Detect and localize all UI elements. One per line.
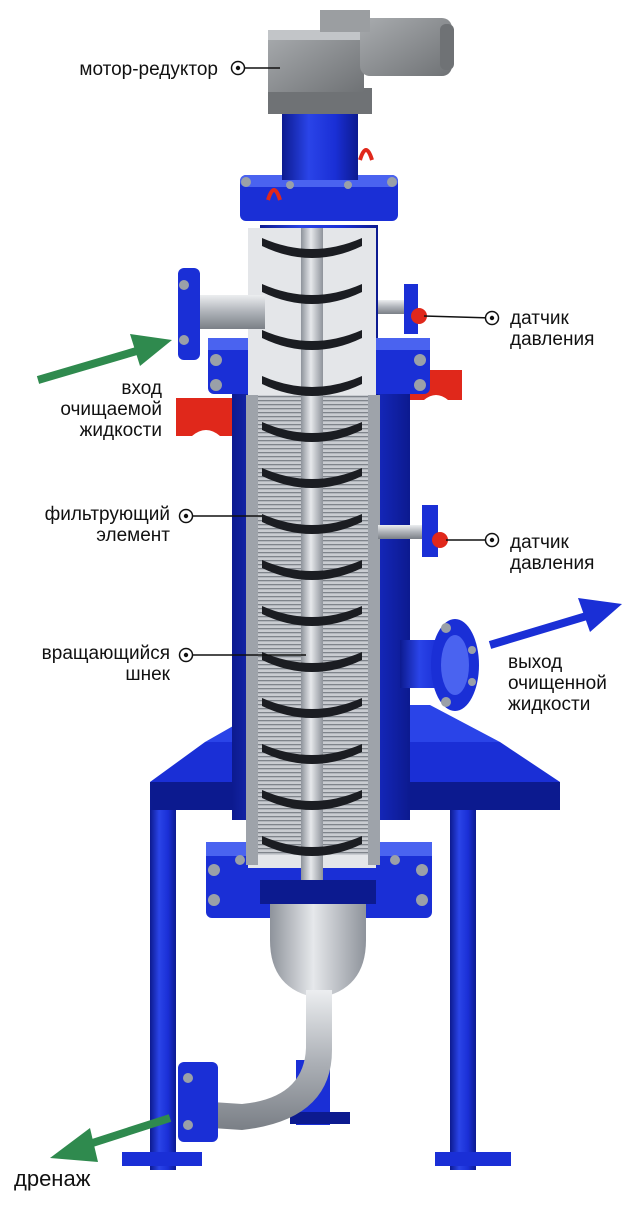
label-pressure-sensor-mid: датчик давления xyxy=(510,532,594,574)
screw-flight xyxy=(262,330,362,350)
drain-pipe xyxy=(212,990,332,1130)
flow-arrows xyxy=(36,334,622,1162)
label-line: фильтрующий xyxy=(44,504,170,525)
label-line: выход xyxy=(508,652,563,673)
callout-filter xyxy=(178,508,262,524)
label-line: давления xyxy=(510,329,595,350)
label-filter-element: фильтрующий элемент xyxy=(6,504,170,546)
bottom-cone xyxy=(270,900,366,998)
screw-flight xyxy=(262,836,362,856)
label-motor-reducer: мотор-редуктор xyxy=(79,59,218,80)
drain-assembly xyxy=(178,880,376,1142)
screw-shaft xyxy=(301,228,323,888)
label-line: очищенной xyxy=(508,673,607,694)
label-line: давления xyxy=(510,553,595,574)
drain-arrow xyxy=(50,1114,172,1162)
leg-right xyxy=(450,810,476,1170)
outlet-arrow xyxy=(488,598,622,649)
label-rotating-screw: вращающийся шнек xyxy=(6,643,170,685)
screw-flight xyxy=(262,376,362,396)
screw-flight xyxy=(262,698,362,718)
label-line: очищаемой xyxy=(60,399,162,420)
label-line: шнек xyxy=(125,664,170,685)
callout-leaders xyxy=(178,60,500,663)
screw-flight xyxy=(262,514,362,534)
label-line: элемент xyxy=(96,525,170,546)
callout-motor xyxy=(230,60,280,76)
motor xyxy=(360,18,452,76)
screw-flights xyxy=(262,238,362,856)
bracket-left xyxy=(176,398,236,436)
label-line: датчик xyxy=(510,532,569,553)
screw-flight xyxy=(262,790,362,810)
callout-sensor-top xyxy=(423,310,500,326)
gearbox xyxy=(268,30,364,92)
drain-flange xyxy=(178,1062,218,1142)
label-line: жидкости xyxy=(508,694,591,715)
screw-flight xyxy=(262,422,362,442)
motor-reducer xyxy=(266,10,454,201)
screw-flight xyxy=(262,652,362,672)
screw-flight xyxy=(262,468,362,488)
label-line: датчик xyxy=(510,308,569,329)
outlet-nozzle xyxy=(400,619,479,711)
screw-flight xyxy=(262,744,362,764)
callout-screw xyxy=(178,647,306,663)
label-outlet: выход очищенной жидкости xyxy=(508,652,607,715)
cutaway-section xyxy=(246,228,380,888)
label-line: жидкости xyxy=(79,420,162,441)
screw-flight xyxy=(262,238,362,258)
pressure-sensor-top xyxy=(378,284,427,334)
label-drain: дренаж xyxy=(14,1166,91,1191)
inlet-nozzle xyxy=(178,268,265,360)
screw-flight xyxy=(262,284,362,304)
pressure-sensor-mid xyxy=(378,505,448,557)
screw-flight xyxy=(262,606,362,626)
label-pressure-sensor-top: датчик давления xyxy=(510,308,594,350)
screw-flight xyxy=(262,560,362,580)
callout-sensor-mid xyxy=(446,532,500,548)
leg-left xyxy=(150,810,176,1170)
label-inlet: вход очищаемой жидкости xyxy=(20,378,162,441)
label-line: вход xyxy=(121,378,162,399)
label-line: вращающийся xyxy=(41,643,170,664)
inlet-arrow xyxy=(36,334,172,384)
